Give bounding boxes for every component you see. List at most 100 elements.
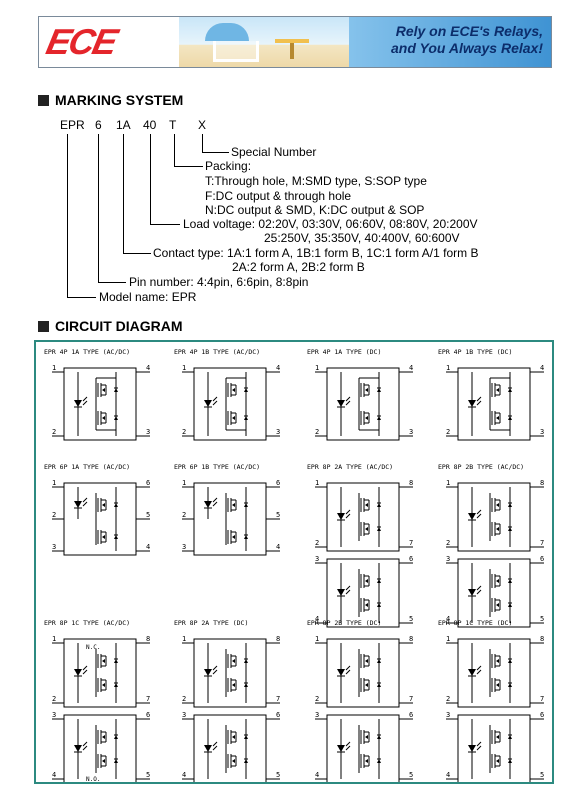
mosfet-icon xyxy=(232,388,235,392)
pin-number: 3 xyxy=(315,711,319,719)
relay-package xyxy=(63,638,137,708)
mosfet-icon xyxy=(365,659,368,663)
load-voltage-line1: Load voltage: 02:20V, 03:30V, 06:60V, 08… xyxy=(183,217,478,231)
light-arrow-icon xyxy=(82,669,88,675)
connector-line xyxy=(67,134,68,297)
light-arrow-icon xyxy=(82,497,88,503)
header-banner: ECE Rely on ECE's Relays, and You Always… xyxy=(38,16,552,68)
diode-icon xyxy=(244,503,248,507)
pin-number: 2 xyxy=(446,428,450,436)
diode-icon xyxy=(508,388,512,392)
note-label: N.C. xyxy=(86,644,100,651)
connector-line xyxy=(202,134,203,152)
pin-number: 2 xyxy=(182,695,186,703)
relay-package xyxy=(193,714,267,782)
pin-number: 5 xyxy=(276,771,280,779)
pin-number: 3 xyxy=(146,428,150,436)
pin-number: 2 xyxy=(52,511,56,519)
connector-line xyxy=(150,224,180,225)
light-arrow-icon xyxy=(212,400,218,406)
pin-number: 1 xyxy=(52,635,56,643)
relay-package xyxy=(63,367,137,441)
diode-icon xyxy=(508,659,512,663)
mosfet-icon xyxy=(232,735,235,739)
mosfet-icon xyxy=(365,683,368,687)
pin-number: 3 xyxy=(446,711,450,719)
mosfet-icon xyxy=(496,659,499,663)
packing-line2: F:DC output & through hole xyxy=(205,189,352,203)
pin-number: 6 xyxy=(276,711,280,719)
mosfet-icon xyxy=(365,759,368,763)
diode-icon xyxy=(244,388,248,392)
diagram-title: EPR 4P 1A TYPE (AC/DC) xyxy=(44,348,130,356)
pin-number: 1 xyxy=(182,479,186,487)
mosfet-icon xyxy=(232,759,235,763)
diagram-title: EPR 8P 2B TYPE (DC) xyxy=(307,619,381,627)
diode-icon xyxy=(377,603,381,607)
pin-number: 3 xyxy=(52,711,56,719)
diagram-title: EPR 4P 1B TYPE (DC) xyxy=(438,348,512,356)
led-icon xyxy=(468,589,476,596)
packing-line3: N:DC output & SMD, K:DC output & SOP xyxy=(205,203,425,217)
diode-icon xyxy=(377,659,381,663)
mosfet-icon xyxy=(102,735,105,739)
code-load: 40 xyxy=(143,118,157,132)
diode-icon xyxy=(377,503,381,507)
mosfet-icon xyxy=(232,535,235,539)
mosfet-icon xyxy=(496,503,499,507)
mosfet-icon xyxy=(496,683,499,687)
pin-number: 5 xyxy=(540,771,544,779)
marking-system-title: MARKING SYSTEM xyxy=(55,92,184,108)
led-icon xyxy=(74,400,82,407)
diode-icon xyxy=(377,416,381,420)
pin-number: 2 xyxy=(52,695,56,703)
pin-number: 6 xyxy=(276,479,280,487)
light-arrow-icon xyxy=(476,589,482,595)
diode-icon xyxy=(114,759,118,763)
led-icon xyxy=(204,669,212,676)
diode-icon xyxy=(508,683,512,687)
mosfet-icon xyxy=(496,735,499,739)
light-arrow-icon xyxy=(212,741,218,747)
light-arrow-icon xyxy=(476,665,482,671)
pin-number: 7 xyxy=(409,539,413,547)
special-number-text: Special Number xyxy=(231,145,317,159)
packing-line1: T:Through hole, M:SMD type, S:SOP type xyxy=(205,174,427,188)
pin-number: 4 xyxy=(540,364,544,372)
diode-icon xyxy=(377,579,381,583)
pin-number: 7 xyxy=(540,539,544,547)
pin-number: 1 xyxy=(315,364,319,372)
mosfet-icon xyxy=(496,527,499,531)
diode-icon xyxy=(114,416,118,420)
led-icon xyxy=(468,513,476,520)
mosfet-icon xyxy=(365,735,368,739)
diode-icon xyxy=(377,735,381,739)
led-icon xyxy=(74,501,82,508)
pin-number: 5 xyxy=(146,511,150,519)
light-arrow-icon xyxy=(345,400,351,406)
diagram-title: EPR 8P 1C TYPE (AC/DC) xyxy=(44,619,130,627)
connector-line xyxy=(67,297,96,298)
contact-type-line2: 2A:2 form A, 2B:2 form B xyxy=(232,260,365,274)
relay-package xyxy=(457,558,531,628)
light-arrow-icon xyxy=(345,665,351,671)
light-arrow-icon xyxy=(345,513,351,519)
pin-number: 7 xyxy=(409,695,413,703)
pin-number: 5 xyxy=(276,511,280,519)
diode-icon xyxy=(114,735,118,739)
table-leg xyxy=(290,43,294,59)
mosfet-icon xyxy=(365,416,368,420)
marking-system-heading: MARKING SYSTEM xyxy=(38,92,183,108)
light-arrow-icon xyxy=(212,665,218,671)
pin-number: 2 xyxy=(446,539,450,547)
logo-area: ECE xyxy=(39,17,179,67)
diode-icon xyxy=(244,416,248,420)
pin-number: 3 xyxy=(182,711,186,719)
mosfet-icon xyxy=(232,683,235,687)
relay-package xyxy=(457,638,531,708)
circuit-diagram-panel: EPR 4P 1A TYPE (AC/DC) 1 2 4 3 EPR 4P 1B TYPE… xyxy=(34,340,554,784)
pin-number: 2 xyxy=(315,428,319,436)
pin-number: 8 xyxy=(540,635,544,643)
light-arrow-icon xyxy=(476,400,482,406)
pin-number: 7 xyxy=(146,695,150,703)
